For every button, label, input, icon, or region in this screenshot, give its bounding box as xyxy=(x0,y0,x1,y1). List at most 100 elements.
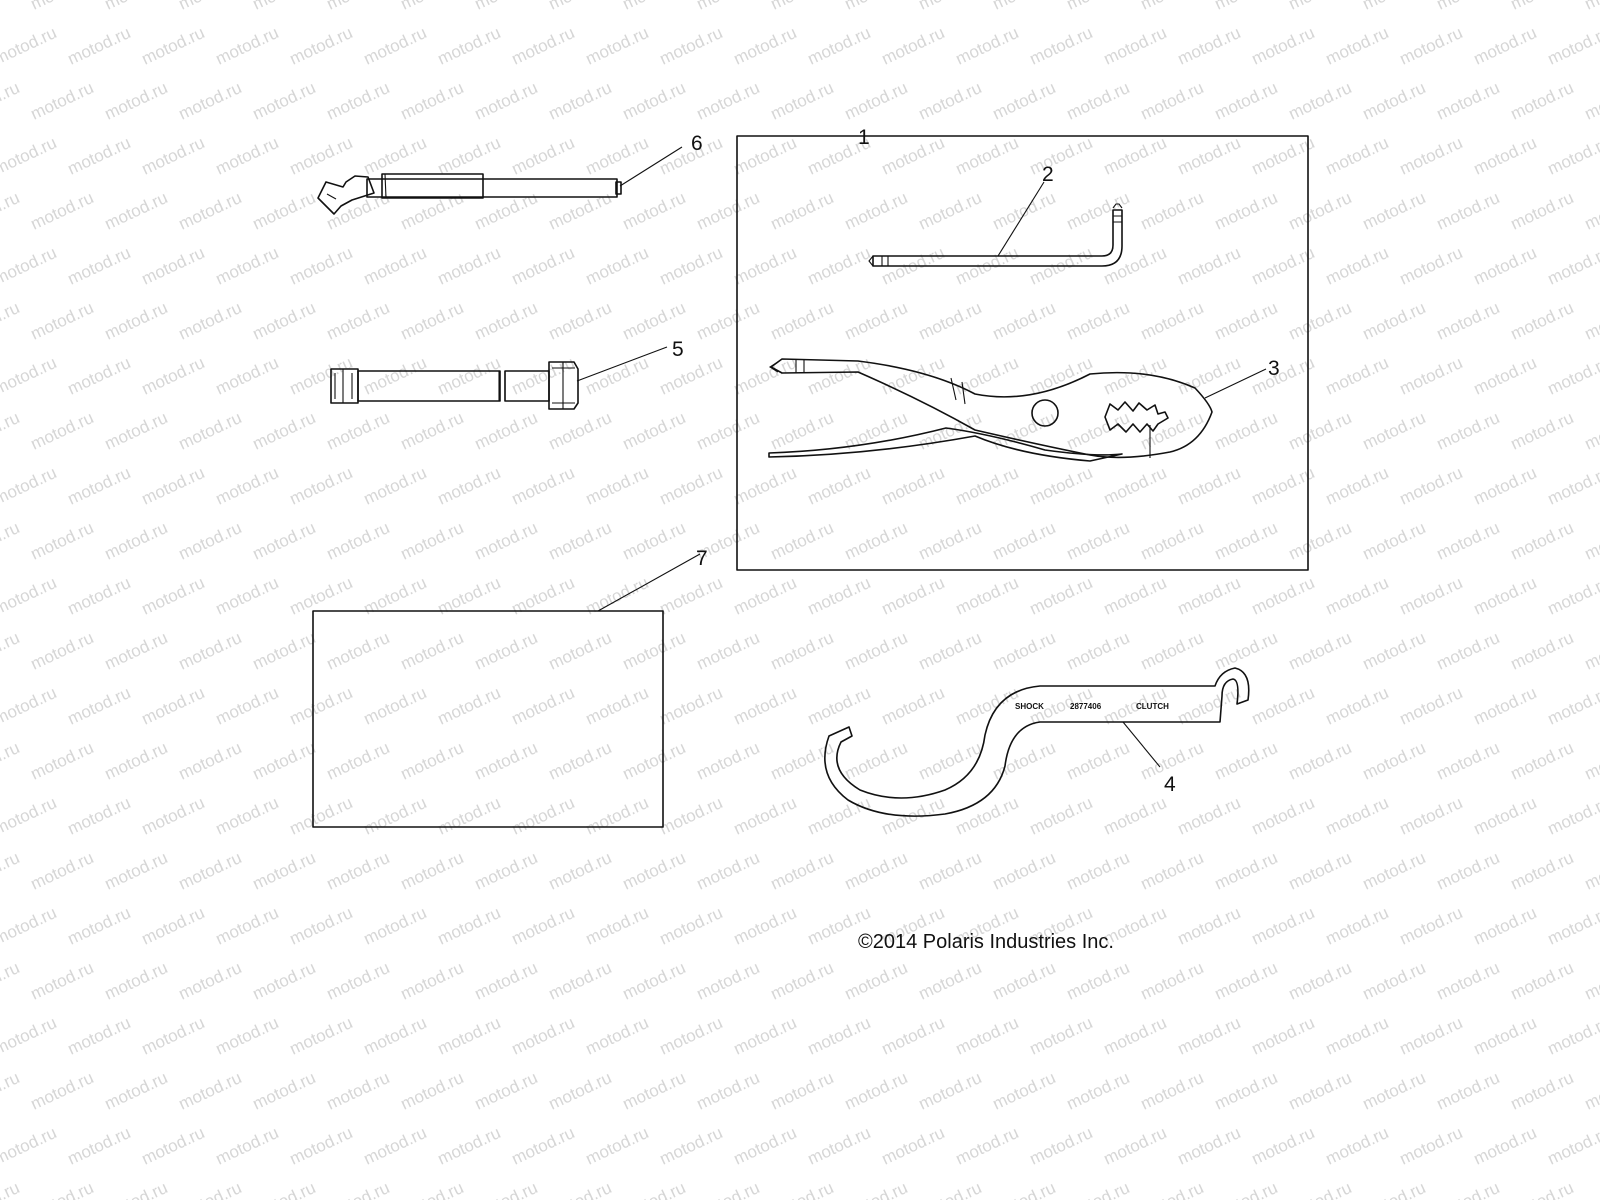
watermark-text: motod.ru xyxy=(620,958,689,1004)
watermark-text: motod.ru xyxy=(916,628,985,674)
watermark-text: motod.ru xyxy=(805,1123,874,1169)
part-7-manual xyxy=(312,610,664,828)
watermark-text: motod.ru xyxy=(1545,463,1600,509)
watermark-text: motod.ru xyxy=(139,903,208,949)
watermark-text: motod.ru xyxy=(509,463,578,509)
watermark-text: motod.ru xyxy=(546,1178,615,1200)
watermark-text: motod.ru xyxy=(657,243,726,289)
watermark-text: motod.ru xyxy=(1508,518,1577,564)
callout-2: 2 xyxy=(1042,163,1054,186)
watermark-text: motod.ru xyxy=(139,133,208,179)
watermark-text: motod.ru xyxy=(1323,23,1392,69)
watermark-text: motod.ru xyxy=(805,573,874,619)
watermark-text: motod.ru xyxy=(546,188,615,234)
watermark-text: motod.ru xyxy=(176,1178,245,1200)
watermark-text: motod.ru xyxy=(1138,188,1207,234)
watermark-text: motod.ru xyxy=(1397,903,1466,949)
watermark-text: motod.ru xyxy=(287,1013,356,1059)
watermark-text: motod.ru xyxy=(1508,0,1577,14)
watermark-text: motod.ru xyxy=(250,298,319,344)
watermark-text: motod.ru xyxy=(176,848,245,894)
watermark-text: motod.ru xyxy=(1249,463,1318,509)
watermark-text: motod.ru xyxy=(1434,0,1503,14)
watermark-text: motod.ru xyxy=(65,903,134,949)
watermark-text: motod.ru xyxy=(1027,133,1096,179)
watermark-text: motod.ru xyxy=(1508,1068,1577,1114)
watermark-text: motod.ru xyxy=(731,793,800,839)
watermark-text: motod.ru xyxy=(1175,463,1244,509)
watermark-text: motod.ru xyxy=(1286,78,1355,124)
watermark-text: motod.ru xyxy=(28,0,97,14)
watermark-text: motod.ru xyxy=(1397,463,1466,509)
watermark-text: motod.ru xyxy=(546,78,615,124)
watermark-text: motod.ru xyxy=(65,243,134,289)
watermark-text: motod.ru xyxy=(398,78,467,124)
watermark-text: motod.ru xyxy=(1027,793,1096,839)
watermark-text: motod.ru xyxy=(509,903,578,949)
watermark-text: motod.ru xyxy=(250,628,319,674)
watermark-text: motod.ru xyxy=(694,738,763,784)
watermark-text: motod.ru xyxy=(1508,628,1577,674)
watermark-text: motod.ru xyxy=(1249,1013,1318,1059)
watermark-text: motod.ru xyxy=(842,518,911,564)
watermark-text: motod.ru xyxy=(0,188,22,234)
leader-lines xyxy=(576,146,1267,768)
watermark-text: motod.ru xyxy=(694,1178,763,1200)
watermark-text: motod.ru xyxy=(879,133,948,179)
watermark-text: motod.ru xyxy=(65,573,134,619)
watermark-text: motod.ru xyxy=(1323,243,1392,289)
watermark-text: motod.ru xyxy=(768,188,837,234)
watermark-text: motod.ru xyxy=(509,23,578,69)
watermark-text: motod.ru xyxy=(361,353,430,399)
watermark-text: motod.ru xyxy=(509,683,578,729)
watermark-text: motod.ru xyxy=(1249,23,1318,69)
watermark-text: motod.ru xyxy=(657,1123,726,1169)
watermark-text: motod.ru xyxy=(213,573,282,619)
watermark-text: motod.ru xyxy=(213,463,282,509)
watermark-text: motod.ru xyxy=(916,408,985,454)
watermark-text: motod.ru xyxy=(65,353,134,399)
watermark-text: motod.ru xyxy=(0,683,59,729)
watermark-text: motod.ru xyxy=(287,243,356,289)
watermark-text: motod.ru xyxy=(435,133,504,179)
watermark-text: motod.ru xyxy=(583,133,652,179)
watermark-text: motod.ru xyxy=(435,463,504,509)
watermark-text: motod.ru xyxy=(287,463,356,509)
watermark-text: motod.ru xyxy=(1360,1068,1429,1114)
watermark-text: motod.ru xyxy=(546,0,615,14)
watermark-text: motod.ru xyxy=(472,298,541,344)
watermark-text: motod.ru xyxy=(213,683,282,729)
watermark-text: motod.ru xyxy=(102,1068,171,1114)
watermark-text: motod.ru xyxy=(1434,188,1503,234)
watermark-text: motod.ru xyxy=(657,683,726,729)
callout-6: 6 xyxy=(691,132,703,155)
watermark-text: motod.ru xyxy=(546,848,615,894)
watermark-text: motod.ru xyxy=(472,848,541,894)
watermark-text: motod.ru xyxy=(1027,23,1096,69)
watermark-text: motod.ru xyxy=(65,683,134,729)
watermark-text: motod.ru xyxy=(953,683,1022,729)
watermark-text: motod.ru xyxy=(990,628,1059,674)
watermark-text: motod.ru xyxy=(620,1068,689,1114)
watermark-text: motod.ru xyxy=(102,738,171,784)
watermark-text: motod.ru xyxy=(583,463,652,509)
watermark-text: motod.ru xyxy=(176,1068,245,1114)
watermark-text: motod.ru xyxy=(657,1013,726,1059)
callout-5: 5 xyxy=(672,338,684,361)
watermark-text: motod.ru xyxy=(0,848,22,894)
watermark-text: motod.ru xyxy=(287,1123,356,1169)
watermark-text: motod.ru xyxy=(102,518,171,564)
watermark-text: motod.ru xyxy=(1212,1178,1281,1200)
watermark-text: motod.ru xyxy=(398,408,467,454)
watermark-text: motod.ru xyxy=(583,353,652,399)
watermark-text: motod.ru xyxy=(1545,573,1600,619)
watermark-text: motod.ru xyxy=(1323,133,1392,179)
watermark-text: motod.ru xyxy=(583,903,652,949)
watermark-text: motod.ru xyxy=(879,573,948,619)
watermark-text: motod.ru xyxy=(1027,1123,1096,1169)
watermark-text: motod.ru xyxy=(176,298,245,344)
watermark-text: motod.ru xyxy=(1582,78,1600,124)
watermark-text: motod.ru xyxy=(28,848,97,894)
watermark-text: motod.ru xyxy=(361,243,430,289)
watermark-text: motod.ru xyxy=(1175,133,1244,179)
